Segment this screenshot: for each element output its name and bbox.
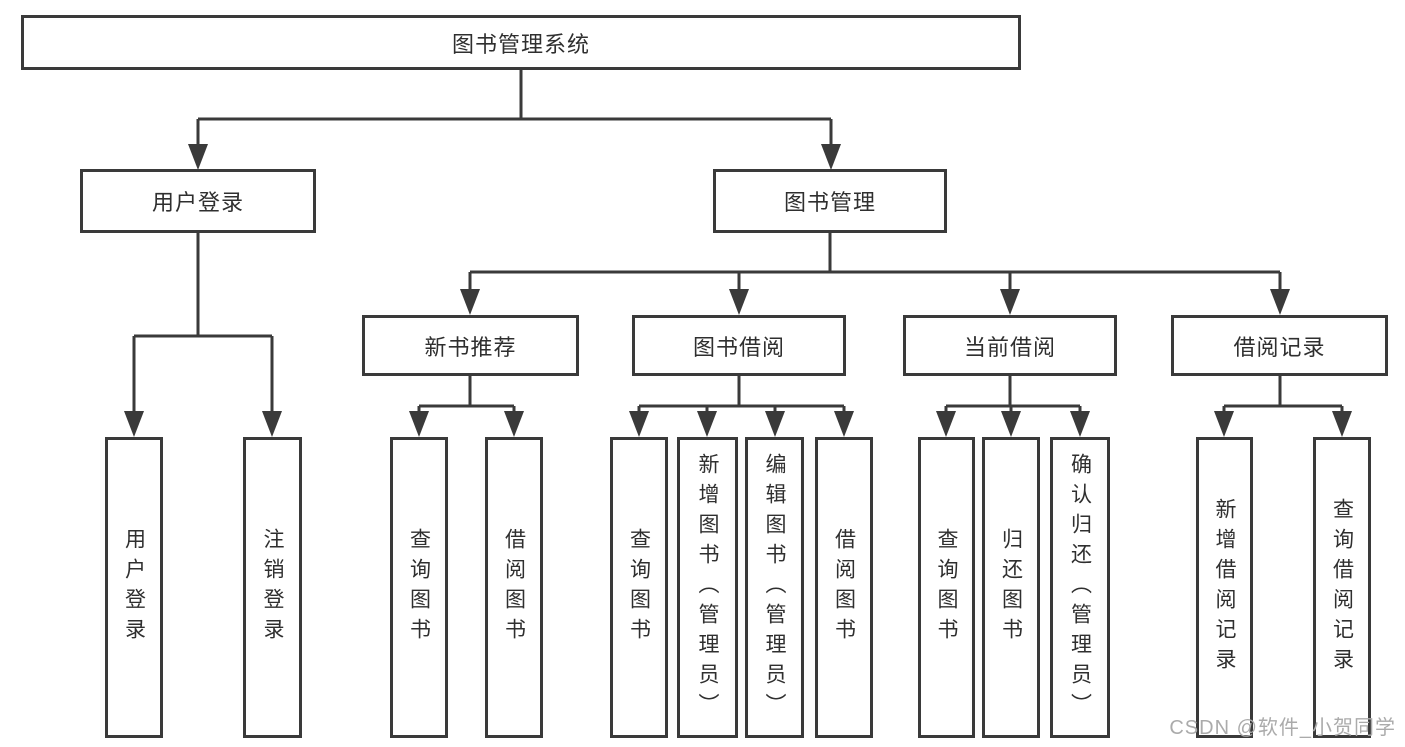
- node-label: 当前借阅: [963, 334, 1056, 360]
- node-label: 用户登录: [122, 527, 146, 648]
- connector-current-borrow-to-leaves: [936, 376, 1090, 437]
- connector-root-to-level2: [188, 70, 841, 170]
- node-borrow-books-under-book-borrow: 借阅图书: [815, 437, 873, 738]
- node-label: 借阅图书: [832, 527, 856, 648]
- arrowhead: [262, 411, 282, 437]
- arrowhead: [936, 411, 956, 437]
- node-label: 查询图书: [407, 527, 431, 648]
- node-label: 确认归还（管理员）: [1068, 452, 1092, 723]
- node-new-book-rec: 新书推荐: [362, 315, 579, 376]
- node-book-mgmt-group: 图书管理: [713, 169, 947, 233]
- node-user-login-group: 用户登录: [80, 169, 316, 233]
- node-query-books-under-book-borrow: 查询图书: [610, 437, 668, 738]
- node-label: 查询借阅记录: [1330, 497, 1354, 678]
- node-add-borrow-record: 新增借阅记录: [1196, 437, 1253, 738]
- node-book-borrow: 图书借阅: [632, 315, 846, 376]
- connector-book-mgmt-to-level3: [460, 232, 1290, 315]
- node-label: 归还图书: [999, 527, 1023, 648]
- node-label: 图书借阅: [692, 334, 785, 360]
- node-query-books-under-current-borrow: 查询图书: [918, 437, 975, 738]
- arrowhead: [1270, 289, 1290, 315]
- node-label: 图书管理系统: [451, 31, 590, 57]
- node-edit-books-admin: 编辑图书（管理员）: [745, 437, 804, 738]
- arrowhead: [460, 289, 480, 315]
- node-label: 图书管理: [783, 190, 876, 215]
- node-label: 编辑图书（管理员）: [763, 452, 786, 723]
- connector-user-login-to-leaves: [124, 232, 282, 437]
- connector-book-borrow-to-leaves: [629, 376, 854, 437]
- node-confirm-return-admin: 确认归还（管理员）: [1050, 437, 1110, 738]
- arrowhead: [1001, 411, 1021, 437]
- connector-borrow-records-to-leaves: [1214, 376, 1352, 437]
- node-label: 新书推荐: [424, 334, 517, 360]
- arrowhead: [729, 289, 749, 315]
- node-borrow-records: 借阅记录: [1171, 315, 1388, 376]
- node-label: 查询图书: [627, 527, 651, 648]
- arrowhead: [821, 144, 841, 170]
- arrowhead: [188, 144, 208, 170]
- csdn-watermark: CSDN @软件_小贺同学: [1169, 717, 1396, 739]
- arrowhead: [1332, 411, 1352, 437]
- arrowhead: [629, 411, 649, 437]
- arrowhead: [834, 411, 854, 437]
- node-logout: 注销登录: [243, 437, 302, 738]
- node-add-books-admin: 新增图书（管理员）: [677, 437, 738, 738]
- arrowhead: [1000, 289, 1020, 315]
- node-current-borrow: 当前借阅: [903, 315, 1117, 376]
- connector-new-book-rec-to-leaves: [409, 376, 524, 437]
- arrowhead: [765, 411, 785, 437]
- node-label: 用户登录: [151, 190, 244, 215]
- node-label: 新增借阅记录: [1213, 497, 1236, 678]
- arrowhead: [504, 411, 524, 437]
- arrowhead: [1214, 411, 1234, 437]
- node-borrow-books-under-new-book-rec: 借阅图书: [485, 437, 543, 738]
- node-label: 借阅图书: [502, 527, 526, 648]
- node-return-books: 归还图书: [982, 437, 1040, 738]
- arrowhead: [409, 411, 429, 437]
- arrowhead: [1070, 411, 1090, 437]
- arrowhead: [697, 411, 717, 437]
- node-query-borrow-record: 查询借阅记录: [1313, 437, 1371, 738]
- node-label: 查询图书: [935, 527, 958, 648]
- node-query-books-under-new-book-rec: 查询图书: [390, 437, 448, 738]
- node-label: 借阅记录: [1233, 334, 1326, 360]
- node-root-system: 图书管理系统: [21, 15, 1021, 70]
- node-label: 新增图书（管理员）: [696, 452, 719, 723]
- arrowhead: [124, 411, 144, 437]
- node-user-login: 用户登录: [105, 437, 163, 738]
- node-label: 注销登录: [261, 527, 284, 648]
